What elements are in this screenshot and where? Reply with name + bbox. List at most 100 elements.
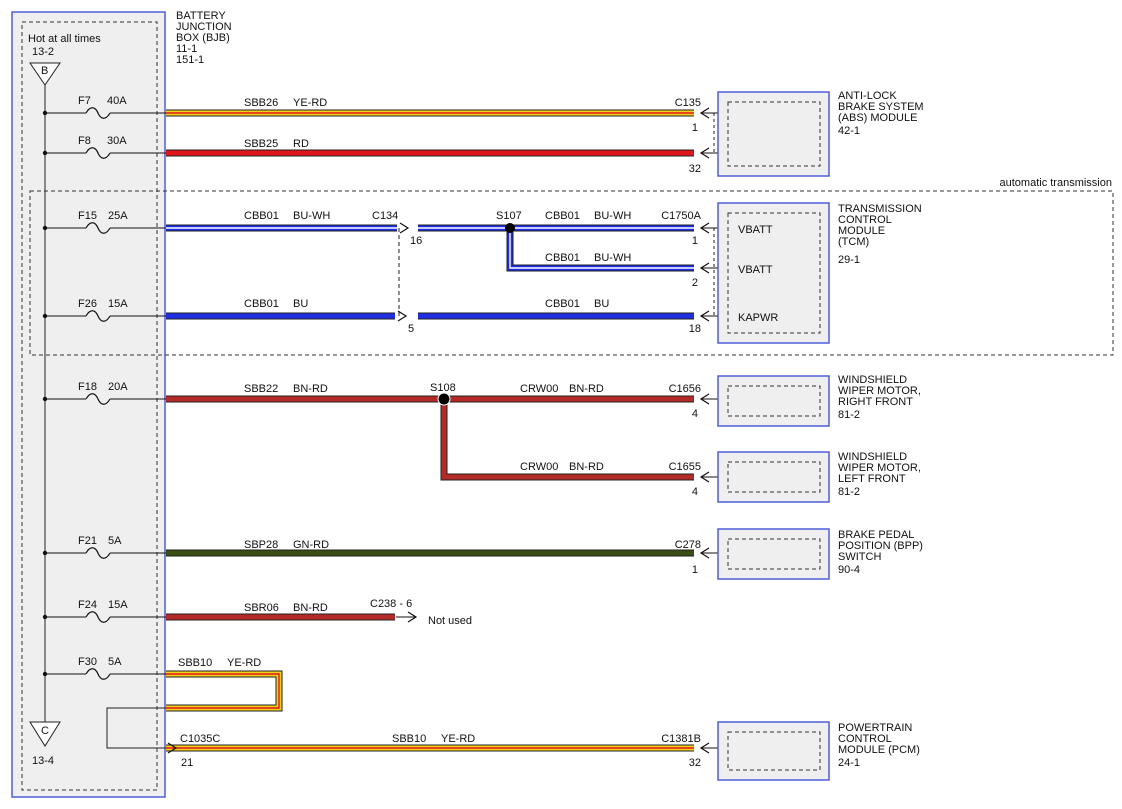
- fuse-icon: [85, 547, 111, 559]
- connector-c1381b-label: C1381B: [661, 733, 701, 745]
- module-name-line: MODULE (PCM): [838, 744, 920, 756]
- bjb-title-line: JUNCTION: [176, 21, 232, 33]
- wire-color-label: BU-WH: [594, 252, 631, 264]
- wire-crw00: [440, 399, 694, 481]
- module-name-line: LEFT FRONT: [838, 473, 906, 485]
- module-name-line: BRAKE PEDAL: [838, 529, 914, 541]
- wire-body: [166, 671, 282, 711]
- module-name-line: ANTI-LOCK: [838, 90, 897, 102]
- terminal-b-icon: [29, 62, 61, 86]
- wire-label: SBR06: [244, 602, 279, 614]
- wire-label: CBB01: [244, 298, 279, 310]
- fuse-rating-label: 15A: [108, 599, 128, 611]
- pcm-module: POWERTRAIN CONTROL MODULE (PCM) 24-1: [717, 721, 920, 781]
- wire-color-label: YE-RD: [441, 733, 475, 745]
- fuse-rating-label: 5A: [108, 656, 122, 668]
- fuse-f7: F7 40A: [42, 95, 166, 119]
- connector-c238-label: C238 - 6: [370, 598, 412, 610]
- fuse-id-label: F30: [78, 656, 97, 668]
- bjb-title-line: 151-1: [176, 54, 204, 66]
- wire-outline: [166, 670, 283, 712]
- connector-c1656-label: C1656: [669, 383, 701, 395]
- wire-stripe: [166, 673, 280, 709]
- pin-label: 1: [692, 235, 698, 247]
- module-name-line: TRANSMISSION: [838, 203, 922, 215]
- automatic-transmission-region: [29, 190, 1114, 356]
- bjb-title-line: 11-1: [176, 43, 197, 55]
- hot-at-all-times-label: Hot at all times: [28, 33, 101, 45]
- wire-color-label: YE-RD: [227, 657, 261, 669]
- pin-label: 5: [408, 323, 414, 335]
- wire-color-label: BN-RD: [569, 461, 604, 473]
- fuse-icon: [85, 310, 111, 322]
- wire-labels: SBB26 YE-RD SBB25 RD CBB01 BU-WH CBB01 B…: [178, 97, 631, 745]
- module-ref-label: 81-2: [838, 409, 860, 421]
- wire-color-label: YE-RD: [293, 97, 327, 109]
- wire-layer: [106, 109, 715, 752]
- connector-arrows: [167, 107, 719, 754]
- bjb-title-line: BOX (BJB): [176, 32, 230, 44]
- abs-module: ANTI-LOCK BRAKE SYSTEM (ABS) MODULE 42-1: [717, 90, 924, 177]
- wire-label: SBB10: [178, 657, 212, 669]
- wiper-rf-module: WINDSHIELD WIPER MOTOR, RIGHT FRONT 81-2: [717, 374, 921, 427]
- splice-s108-icon: [437, 392, 451, 406]
- pin-label: 4: [692, 486, 698, 498]
- module-name-line: CONTROL: [838, 214, 892, 226]
- pin-label: 2: [692, 277, 698, 289]
- module-name-line: POWERTRAIN: [838, 722, 912, 734]
- pin-label: 18: [689, 323, 701, 335]
- pin-label: 32: [689, 757, 701, 769]
- wire-color-label: BU-WH: [594, 210, 631, 222]
- wire-label: SBB10: [392, 733, 426, 745]
- fuse-icon: [85, 107, 111, 119]
- pin-label: 1: [692, 564, 698, 576]
- fuse-id-label: F26: [78, 298, 97, 310]
- module-ref-label: 90-4: [838, 564, 860, 576]
- wire-label: CBB01: [545, 252, 580, 264]
- terminal-c-label: C: [41, 725, 49, 737]
- fuse-f8: F8 30A: [42, 135, 166, 159]
- wire-sbb10-loop: [166, 670, 283, 712]
- fuse-icon: [85, 393, 111, 405]
- not-used-label: Not used: [428, 615, 472, 627]
- module-name-line: POSITION (BPP): [838, 540, 923, 552]
- module-name-line: WINDSHIELD: [838, 374, 907, 386]
- wire-cbb01-bu-wh: [506, 228, 694, 272]
- splices: S107 S108: [430, 210, 522, 406]
- module-ref-label: 29-1: [838, 254, 860, 266]
- fuse-id-label: F7: [78, 95, 91, 107]
- splice-s107-icon: [505, 223, 515, 233]
- wire-label: CBB01: [244, 210, 279, 222]
- fuse-icon: [85, 222, 111, 234]
- bjb-title: BATTERY JUNCTION BOX (BJB) 11-1 151-1: [176, 10, 232, 66]
- tcm-module: VBATT VBATT KAPWR TRANSMISSION CONTROL M…: [717, 202, 922, 344]
- splice-s108-label: S108: [430, 382, 456, 394]
- pin-label: 16: [410, 235, 422, 247]
- pin-label: 32: [689, 163, 701, 175]
- fuse-rating-label: 25A: [108, 210, 128, 222]
- hot-ref-label: 13-2: [32, 46, 54, 58]
- connector-c1750a-label: C1750A: [661, 210, 701, 222]
- wire-color-label: BU: [293, 298, 308, 310]
- fuse-id-label: F18: [78, 381, 97, 393]
- fuse-rating-label: 5A: [108, 535, 122, 547]
- bpp-switch-module: BRAKE PEDAL POSITION (BPP) SWITCH 90-4: [717, 528, 923, 580]
- fuse-rating-label: 40A: [107, 95, 127, 107]
- connector-c135-label: C135: [675, 97, 701, 109]
- fuse-rating-label: 30A: [107, 135, 127, 147]
- pin-arrow-icon: [167, 742, 178, 754]
- wire-stripe: [509, 228, 694, 269]
- wire-label: SBP28: [244, 539, 278, 551]
- module-name-line: MODULE: [838, 225, 885, 237]
- fuse-icon: [85, 668, 111, 680]
- pin-kapwr-label: KAPWR: [738, 312, 778, 324]
- module-name-line: SWITCH: [838, 551, 881, 563]
- wiper-lf-module: WINDSHIELD WIPER MOTOR, LEFT FRONT 81-2: [717, 451, 921, 503]
- fuse-id-label: F8: [78, 135, 91, 147]
